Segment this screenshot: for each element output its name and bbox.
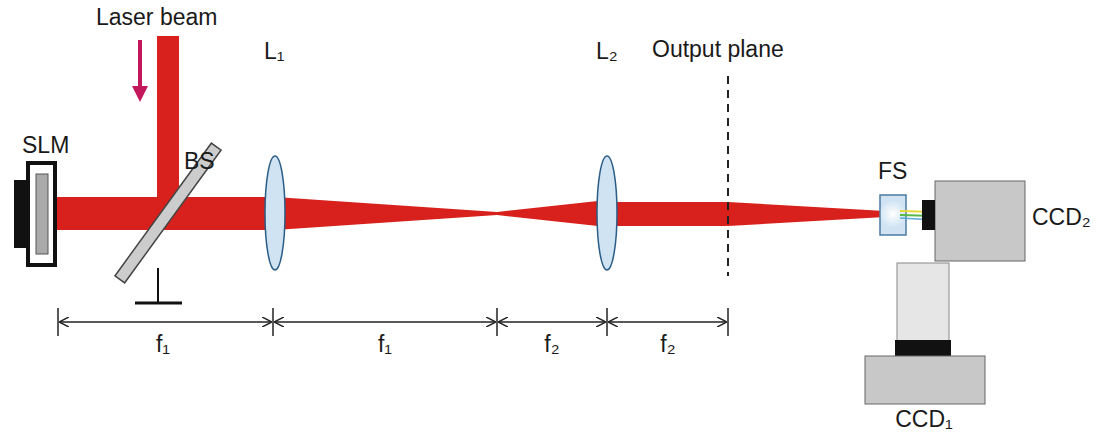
part-label: Output plane <box>652 38 784 61</box>
lens-l1 <box>265 156 285 270</box>
part-label: CCD₂ <box>1032 206 1091 229</box>
part-label: FS <box>878 160 907 183</box>
dimension-label: f₁ <box>156 333 170 356</box>
dimension-label: f₂ <box>660 333 675 356</box>
part-label: SLM <box>22 134 69 157</box>
part-label: L₁ <box>264 40 285 63</box>
dimension-lines <box>58 308 728 336</box>
input-arrow <box>132 40 148 102</box>
lens-l2 <box>597 156 617 270</box>
part-label: CCD₁ <box>895 408 953 431</box>
dimension-label: f₁ <box>378 333 392 356</box>
beam-splitter <box>115 143 221 303</box>
fs-sample <box>879 195 935 235</box>
dimension-label: f₂ <box>544 333 559 356</box>
ccd2-camera <box>922 181 1025 261</box>
slm-device <box>14 163 55 265</box>
part-label: L₂ <box>596 40 618 63</box>
part-label: BS <box>184 150 215 173</box>
ccd1-camera <box>865 263 985 404</box>
title-label: Laser beam <box>96 6 217 29</box>
output-plane-line <box>727 76 729 276</box>
